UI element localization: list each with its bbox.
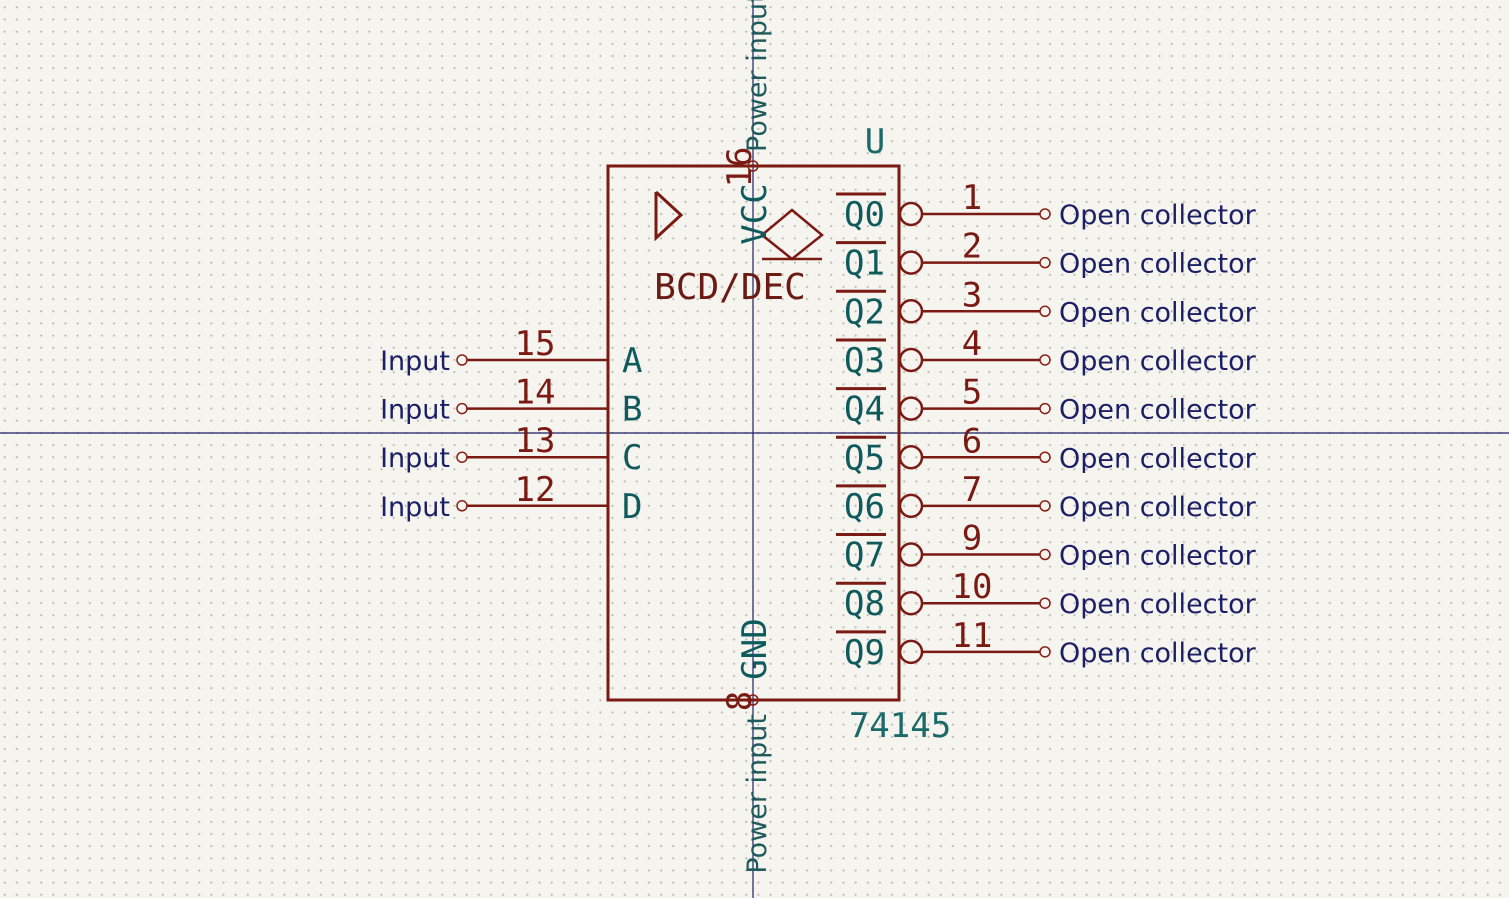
pin-number: 4	[962, 324, 982, 364]
pin-electrical-type: Input	[380, 492, 450, 523]
pin-endpoint	[1039, 646, 1051, 658]
pin-electrical-type: Input	[380, 443, 450, 474]
part-value[interactable]: 74145	[849, 706, 951, 746]
pin-name: C	[622, 438, 642, 478]
pin-electrical-type: Input	[380, 346, 450, 377]
pin-endpoint	[456, 500, 468, 512]
pin-number-gnd: 8	[720, 691, 760, 711]
pin-electrical-type: Open collector	[1059, 297, 1257, 328]
inversion-bubble-icon	[898, 493, 924, 519]
pin-electrical-type: Open collector	[1059, 541, 1257, 572]
pin-number: 13	[515, 421, 556, 461]
pin-endpoint	[1039, 548, 1051, 561]
pin-electrical-type: Open collector	[1059, 249, 1257, 280]
pin-type-vcc: Power input	[742, 0, 773, 152]
inversion-bubble-icon	[898, 299, 924, 324]
pin-gnd[interactable]: 8 GND Power input	[720, 618, 775, 873]
pin-number: 12	[515, 470, 556, 510]
inversion-bubble-icon	[898, 347, 924, 373]
open-collector-icon	[760, 208, 824, 261]
symbol-body[interactable]	[606, 164, 901, 702]
pin-number: 15	[515, 324, 556, 364]
pin-endpoint	[1039, 354, 1051, 366]
pin-electrical-type: Open collector	[1059, 638, 1257, 669]
pin-name: Q2	[844, 292, 885, 332]
pin-electrical-type: Open collector	[1059, 200, 1257, 231]
pin-input-d[interactable]: 12 D Input	[380, 470, 642, 527]
pin-number: 3	[962, 275, 982, 315]
buffer-triangle-icon	[654, 190, 684, 242]
pin-name: Q5	[844, 438, 885, 478]
pin-number-vcc: 16	[720, 147, 760, 188]
pin-endpoint	[456, 451, 468, 463]
pin-endpoint	[1039, 208, 1051, 220]
pin-electrical-type: Input	[380, 395, 450, 426]
pin-vcc[interactable]: 16 VCC Power input	[720, 0, 775, 245]
pin-input-a[interactable]: 15 A Input	[380, 324, 642, 381]
pin-name: Q6	[844, 487, 885, 527]
pin-name-gnd: GND	[735, 618, 775, 679]
pin-name: Q1	[844, 244, 885, 284]
pin-name: Q7	[844, 536, 885, 576]
pin-electrical-type: Open collector	[1059, 443, 1257, 474]
pin-endpoint	[1039, 597, 1051, 609]
pin-number: 5	[962, 373, 982, 413]
inversion-bubble-icon	[898, 639, 924, 665]
pin-electrical-type: Open collector	[1059, 492, 1257, 523]
pin-endpoint	[1039, 500, 1051, 512]
pin-number: 2	[962, 227, 982, 267]
pin-electrical-type: Open collector	[1059, 589, 1257, 620]
pin-name: Q8	[844, 584, 885, 624]
pin-endpoint	[1039, 305, 1051, 318]
input-pins: 15 A Input 14 B Input 13 C Input 12 D Input	[380, 324, 642, 527]
pin-endpoint	[1039, 256, 1051, 269]
pin-name-vcc: VCC	[735, 183, 775, 244]
pin-electrical-type: Open collector	[1059, 346, 1257, 377]
pin-number: 7	[962, 470, 982, 510]
function-label: BCD/DEC	[654, 267, 806, 308]
pin-type-gnd: Power input	[742, 714, 773, 874]
inversion-bubble-icon	[898, 250, 924, 275]
inversion-bubble-icon	[898, 590, 924, 616]
pin-number: 1	[962, 178, 982, 218]
pin-number: 14	[515, 373, 556, 413]
inversion-bubble-icon	[898, 445, 924, 470]
pin-name: D	[622, 487, 642, 527]
pin-endpoint	[1039, 402, 1051, 415]
pin-input-b[interactable]: 14 B Input	[380, 373, 642, 430]
pin-number: 9	[962, 519, 982, 559]
pin-number: 6	[962, 421, 982, 461]
pin-name: Q4	[844, 390, 885, 430]
pin-name: Q3	[844, 341, 885, 381]
pin-endpoint	[456, 402, 468, 415]
pin-electrical-type: Open collector	[1059, 395, 1257, 426]
inversion-bubble-icon	[898, 542, 924, 567]
inversion-bubble-icon	[898, 396, 924, 421]
inversion-bubble-icon	[898, 201, 924, 227]
pin-endpoint	[1039, 451, 1051, 463]
pin-name: Q9	[844, 633, 885, 673]
pin-number: 11	[952, 616, 993, 656]
pin-endpoint	[456, 354, 468, 366]
pin-input-c[interactable]: 13 C Input	[380, 421, 642, 478]
reference-designator[interactable]: U	[865, 122, 885, 162]
pin-name: A	[622, 341, 642, 381]
pin-name: Q0	[844, 195, 885, 235]
pin-name: B	[622, 390, 642, 430]
pin-number: 10	[952, 567, 993, 607]
